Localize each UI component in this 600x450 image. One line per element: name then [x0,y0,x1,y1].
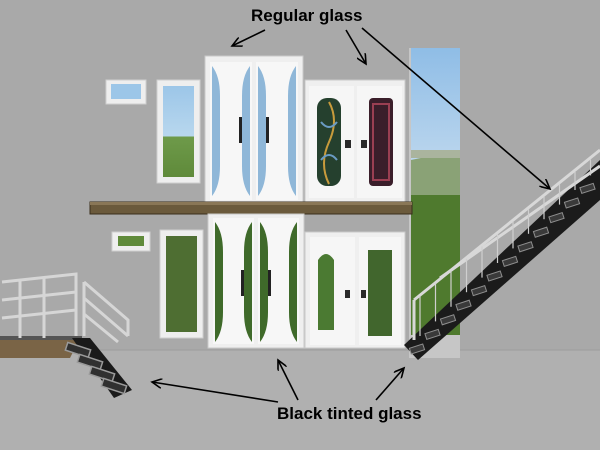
small-window-upper [105,79,147,105]
stair-step [548,211,565,224]
double-door-upper [204,55,304,205]
stained-door-upper [304,79,406,203]
stair-step [424,328,441,341]
stair-step [517,241,534,253]
left-landing [0,272,130,358]
stair-step [470,284,488,297]
left-stairs [64,338,132,398]
stair-step [486,270,503,282]
upper-floor-beam [89,201,413,215]
black-tinted-glass-label: Black tinted glass [277,404,422,423]
stair-step [501,255,519,268]
right-staircase [404,148,600,360]
stair-step [579,182,596,195]
stair-step [563,197,581,209]
tall-window-upper [156,79,201,184]
regular-glass-label: Regular glass [251,6,363,25]
stair-step [408,343,426,355]
double-door-lower [207,213,305,349]
stair-step [439,314,457,326]
door-pair-lower [304,231,406,349]
stair-step [532,226,550,238]
stair-step [455,299,472,311]
tall-window-lower [159,229,204,339]
small-window-lower [111,231,151,252]
arrow-icon [152,27,550,403]
